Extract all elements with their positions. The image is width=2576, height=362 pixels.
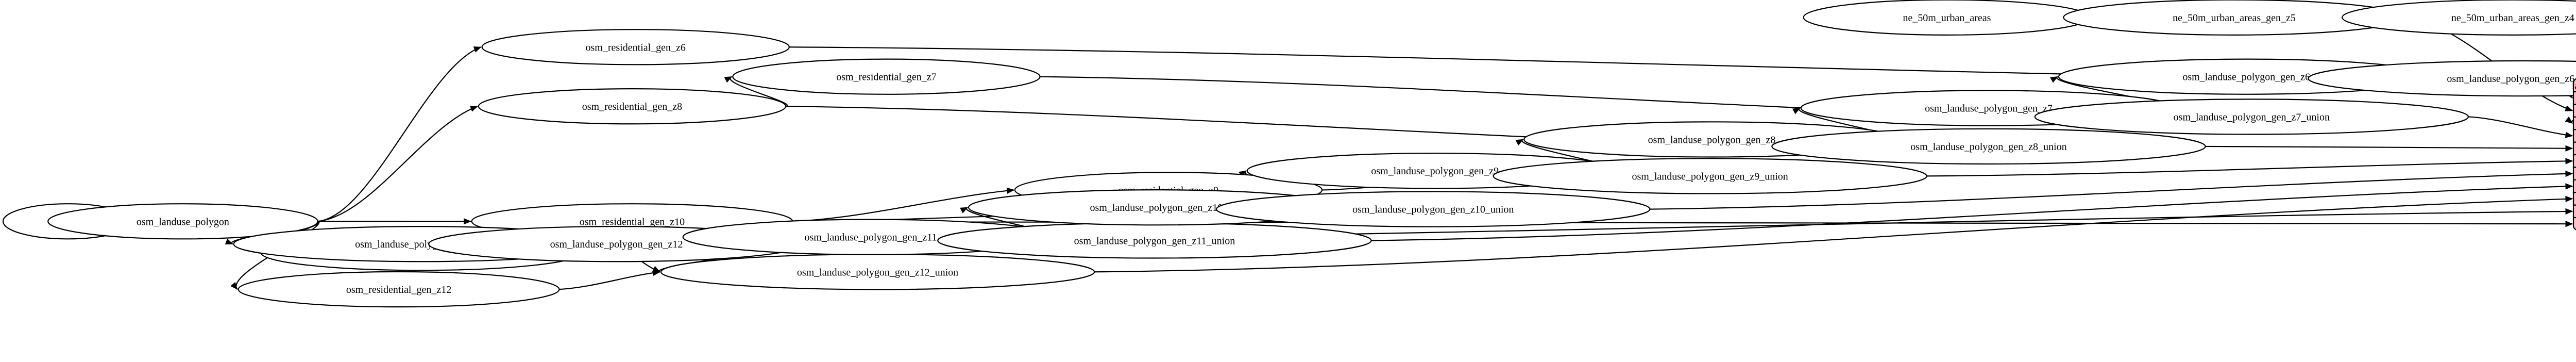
graph-node-osm_landuse_polygon_gen_z10_union[interactable]: osm_landuse_polygon_gen_z10_union [1215, 191, 1651, 227]
node-ellipse [1771, 128, 2206, 165]
node-label: osm_landuse_polygon_gen_z7_union [2174, 111, 2330, 123]
edge-arrowhead [470, 106, 479, 112]
graph-node-osm_landuse_polygon_gen_z8_union[interactable]: osm_landuse_polygon_gen_z8_union [1771, 128, 2206, 165]
graph-node-osm_landuse_polygon_gen_z12_union[interactable]: osm_landuse_polygon_gen_z12_union [660, 254, 1095, 290]
edge-arrowhead [2565, 116, 2573, 124]
edge-arrowhead [1515, 139, 1524, 146]
node-label: ne_50m_urban_areas_gen_z4 [2451, 12, 2574, 24]
edge-arrowhead [724, 76, 733, 83]
graph-edge [792, 189, 1014, 222]
node-label: osm_landuse_polygon_gen_z11 [804, 232, 937, 243]
node-label: ne_50m_urban_areas [1903, 12, 1991, 24]
graph-node-osm_landuse_polygon[interactable]: osm_landuse_polygon [47, 203, 318, 240]
graph-node-osm_residential_gen_z12[interactable]: osm_residential_gen_z12 [238, 271, 560, 308]
graph-node-ne_50m_urban_areas[interactable]: ne_50m_urban_areas [1803, 0, 2091, 36]
node-ellipse [2342, 0, 2576, 36]
node-label: osm_landuse_polygon_gen_z12_union [797, 267, 958, 278]
record-node-layer: layer_landusez4z5z6z7z8z9z10z11z12z13z14… [2572, 78, 2576, 231]
edge-arrowhead [2565, 170, 2573, 177]
graph-node-osm_residential_gen_z8[interactable]: osm_residential_gen_z8 [478, 88, 787, 125]
edge-arrowhead [652, 266, 661, 272]
node-ellipse [2308, 60, 2576, 97]
graph-node-osm_landuse_polygon_gen_z7_union[interactable]: osm_landuse_polygon_gen_z7_union [2034, 98, 2469, 135]
graph-edge [317, 106, 478, 222]
record-node-layer-landuse[interactable]: layer_landusez4z5z6z7z8z9z10z11z12z13z14… [2572, 78, 2576, 231]
edge-arrowhead [2565, 183, 2573, 190]
node-ellipse [1493, 158, 1927, 194]
graph-edge [317, 46, 481, 222]
node-ellipse [1215, 191, 1651, 227]
node-label: osm_residential_gen_z7 [836, 72, 936, 83]
node-ellipse [478, 88, 787, 125]
edge-arrowhead [1792, 107, 1801, 114]
nodes-layer: imposm3osm_landuse_polygonosm_residentia… [2, 0, 2576, 308]
node-label: osm_residential_gen_z12 [346, 284, 451, 295]
node-label: osm_landuse_polygon_gen_z6_union [2447, 73, 2576, 85]
graph-node-osm_residential_gen_z7[interactable]: osm_residential_gen_z7 [732, 58, 1041, 95]
edge-arrowhead [225, 238, 233, 245]
graph-edge [1650, 173, 2573, 210]
node-label: osm_residential_gen_z6 [585, 42, 685, 53]
graph-edge [1926, 160, 2573, 177]
node-label: osm_residential_gen_z10 [580, 216, 685, 227]
node-ellipse [47, 203, 318, 240]
node-label: ne_50m_urban_areas_gen_z5 [2173, 12, 2296, 24]
graph-node-osm_landuse_polygon_gen_z11_union[interactable]: osm_landuse_polygon_gen_z11_union [937, 222, 1372, 259]
edge-arrowhead [2565, 145, 2573, 152]
edge-arrowhead [473, 46, 482, 53]
node-label: osm_landuse_polygon_gen_z6 [2182, 72, 2310, 83]
graph-edge [730, 76, 788, 107]
edge-arrowhead [2050, 76, 2058, 83]
graph-node-ne_50m_urban_areas_gen_z4[interactable]: ne_50m_urban_areas_gen_z4 [2342, 0, 2576, 36]
edge-arrowhead [960, 207, 969, 213]
graph-node-osm_residential_gen_z6[interactable]: osm_residential_gen_z6 [481, 29, 790, 65]
graph-node-osm_landuse_polygon_gen_z6_union[interactable]: osm_landuse_polygon_gen_z6_union [2308, 60, 2576, 97]
edge-arrowhead [2565, 195, 2573, 203]
node-label: osm_landuse_polygon_gen_z10_union [1352, 204, 1514, 216]
edge-arrowhead [2565, 158, 2573, 164]
edge-arrowhead [2565, 131, 2573, 138]
node-label: osm_landuse_polygon_gen_z7 [1925, 103, 2053, 114]
graph-edge [1094, 198, 2573, 273]
node-label: osm_landuse_polygon_gen_z8 [1648, 134, 1776, 145]
node-ellipse [2034, 98, 2469, 135]
record-title: layer_landuse [2572, 79, 2576, 92]
node-ellipse [481, 29, 790, 65]
graph-edge [1371, 185, 2573, 241]
graph-edge [559, 271, 660, 290]
node-label: osm_landuse_polygon_gen_z11_union [1074, 235, 1235, 246]
node-label: osm_landuse_polygon_gen_z12 [550, 239, 683, 250]
node-label: osm_landuse_polygon [137, 216, 229, 227]
graph-node-osm_landuse_polygon_gen_z9_union[interactable]: osm_landuse_polygon_gen_z9_union [1493, 158, 1927, 194]
graph-node-ne_50m_urban_areas_gen_z5[interactable]: ne_50m_urban_areas_gen_z5 [2063, 0, 2405, 36]
node-ellipse [732, 58, 1041, 95]
node-label: osm_landuse_polygon_gen_z9 [1371, 166, 1499, 177]
edge-arrowhead [2565, 105, 2573, 111]
node-label: osm_landuse_polygon_gen_z10 [1090, 202, 1223, 213]
graph-edge [2205, 145, 2573, 149]
edge-arrowhead [2565, 221, 2573, 227]
edge-arrowhead [1006, 187, 1015, 194]
node-label: osm_landuse_polygon_gen_z8_union [1910, 141, 2066, 153]
graph-edge [2468, 116, 2573, 137]
node-ellipse [238, 271, 560, 308]
node-label: osm_landuse_polygon_gen_z9_union [1632, 171, 1788, 182]
node-label: osm_residential_gen_z8 [582, 101, 682, 112]
edge-arrowhead [2565, 208, 2573, 215]
edge-arrowhead [230, 282, 238, 290]
